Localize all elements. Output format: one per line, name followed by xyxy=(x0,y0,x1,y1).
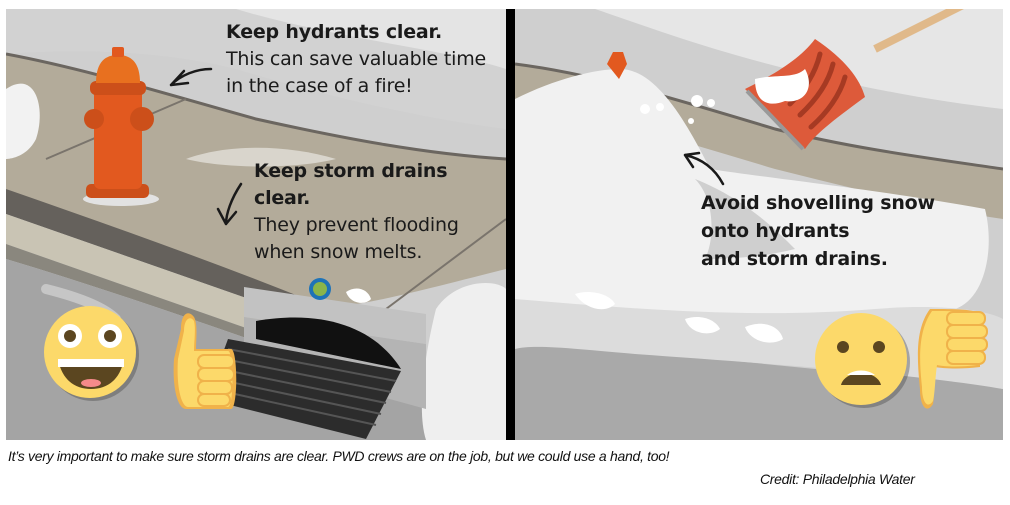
panel-do: Keep hydrants clear. This can save valua… xyxy=(6,9,506,440)
buried-hydrant-icon xyxy=(607,52,627,79)
avoid-warning: Avoid shovelling snow onto hydrants and … xyxy=(701,189,935,273)
thumbs-up-icon xyxy=(173,313,237,409)
avoid-warning-line2: onto hydrants xyxy=(701,220,850,242)
fire-hydrant-icon xyxy=(83,47,159,206)
snow-shovel-icon xyxy=(745,9,964,151)
thumbs-down-icon xyxy=(917,309,988,409)
hydrant-tip-line1: This can save valuable time xyxy=(226,48,486,70)
hydrant-tip-heading: Keep hydrants clear. xyxy=(226,21,442,43)
drain-tip-line2: when snow melts. xyxy=(254,241,423,263)
panel-divider xyxy=(506,9,515,440)
caption-text: It’s very important to make sure storm d… xyxy=(8,448,670,464)
street-scene-illustration xyxy=(6,9,506,440)
avoid-warning-line1: Avoid shovelling snow xyxy=(701,192,935,214)
snow-scene-illustration xyxy=(515,9,1003,440)
hydrant-tip-line2: in the case of a fire! xyxy=(226,75,413,97)
avoid-warning-line3: and storm drains. xyxy=(701,248,888,270)
arrow-icon xyxy=(683,151,725,186)
drain-tip-line1: They prevent flooding xyxy=(254,214,459,236)
arrow-icon xyxy=(169,67,213,87)
hydrant-tip: Keep hydrants clear. This can save valua… xyxy=(226,19,486,100)
drain-tip-heading: Keep storm drains clear. xyxy=(254,160,448,209)
storm-drain-icon xyxy=(206,278,426,439)
panel-dont: Avoid shovelling snow onto hydrants and … xyxy=(515,9,1003,440)
drain-tip: Keep storm drains clear. They prevent fl… xyxy=(254,158,506,266)
grinning-face-icon xyxy=(44,306,139,401)
frowning-face-icon xyxy=(815,313,910,408)
caption-credit: Credit: Philadelphia Water xyxy=(760,471,915,487)
